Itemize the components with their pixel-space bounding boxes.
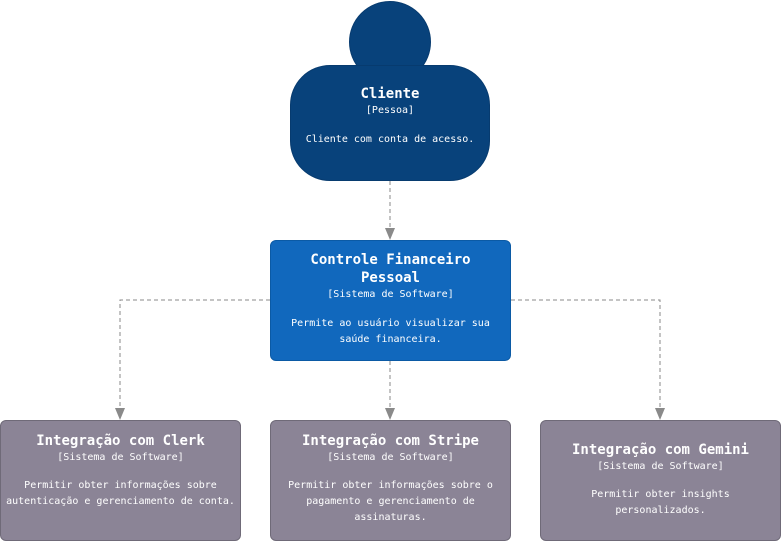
arrowhead-stripe bbox=[385, 408, 395, 420]
node-description: Permitir obter informações sobre o pagam… bbox=[288, 480, 493, 523]
arrowhead-controle bbox=[385, 228, 395, 240]
node-title: Integração com Gemini bbox=[571, 442, 749, 458]
node-type: [Sistema de Software] bbox=[57, 452, 184, 463]
node-title: Integração com Stripe bbox=[301, 433, 479, 449]
node-integracao-gemini[interactable]: Integração com Gemini [Sistema de Softwa… bbox=[540, 420, 781, 541]
node-type: [Sistema de Software] bbox=[327, 452, 454, 463]
node-title: Integração com Clerk bbox=[36, 433, 205, 449]
node-type: [Sistema de Software] bbox=[597, 461, 724, 472]
node-description: Permitir obter informações sobre autenti… bbox=[6, 480, 235, 507]
edge-controle-to-clerk bbox=[119, 299, 270, 416]
arrowhead-clerk bbox=[115, 408, 125, 420]
node-type: [Sistema de Software] bbox=[327, 289, 454, 300]
node-title: Controle Financeiro Pessoal bbox=[310, 252, 471, 286]
node-type: [Pessoa] bbox=[365, 105, 415, 116]
edge-controle-to-gemini bbox=[511, 299, 661, 416]
arrowhead-gemini bbox=[655, 408, 665, 420]
node-description: Cliente com conta de acesso. bbox=[305, 134, 475, 145]
node-integracao-clerk[interactable]: Integração com Clerk [Sistema de Softwar… bbox=[0, 420, 241, 541]
node-title: Cliente bbox=[360, 86, 420, 102]
node-description: Permitir obter insights personalizados. bbox=[591, 489, 730, 516]
node-description: Permite ao usuário visualizar sua saúde … bbox=[291, 318, 490, 345]
node-integracao-stripe[interactable]: Integração com Stripe [Sistema de Softwa… bbox=[270, 420, 511, 541]
node-cliente[interactable]: Cliente [Pessoa] Cliente com conta de ac… bbox=[290, 65, 490, 181]
node-controle-financeiro[interactable]: Controle Financeiro Pessoal [Sistema de … bbox=[270, 240, 511, 361]
